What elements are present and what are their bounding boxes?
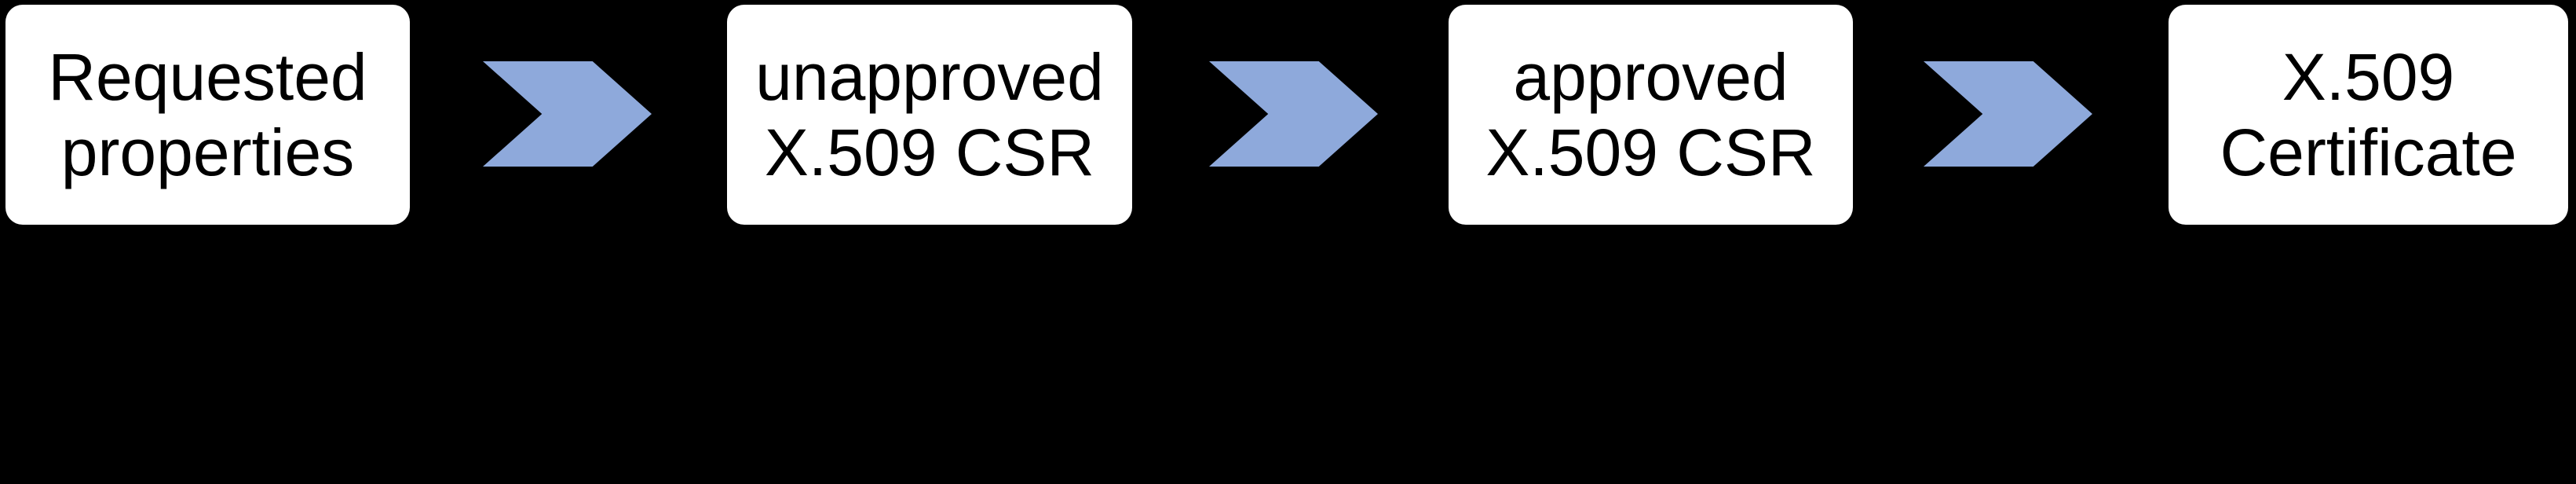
flow-step-x509-certificate: X.509 Certificate <box>2169 5 2568 225</box>
step-label-line: properties <box>60 116 355 189</box>
step-label-line: Certificate <box>2220 116 2517 189</box>
chevron-right-icon <box>1209 61 1378 167</box>
step-label-line: X.509 <box>2282 40 2455 114</box>
flow-step-requested-properties: Requested properties <box>5 5 410 225</box>
step-label-line: X.509 CSR <box>764 116 1095 189</box>
step-label-line: unapproved <box>755 40 1104 114</box>
step-label-line: approved <box>1513 40 1789 114</box>
flow-step-approved-csr: approved X.509 CSR <box>1449 5 1853 225</box>
chevron-right-icon <box>1924 61 2092 167</box>
flow-step-unapproved-csr: unapproved X.509 CSR <box>727 5 1132 225</box>
step-label-line: X.509 CSR <box>1485 116 1816 189</box>
chevron-right-icon <box>483 61 652 167</box>
step-label-line: Requested <box>48 40 367 114</box>
